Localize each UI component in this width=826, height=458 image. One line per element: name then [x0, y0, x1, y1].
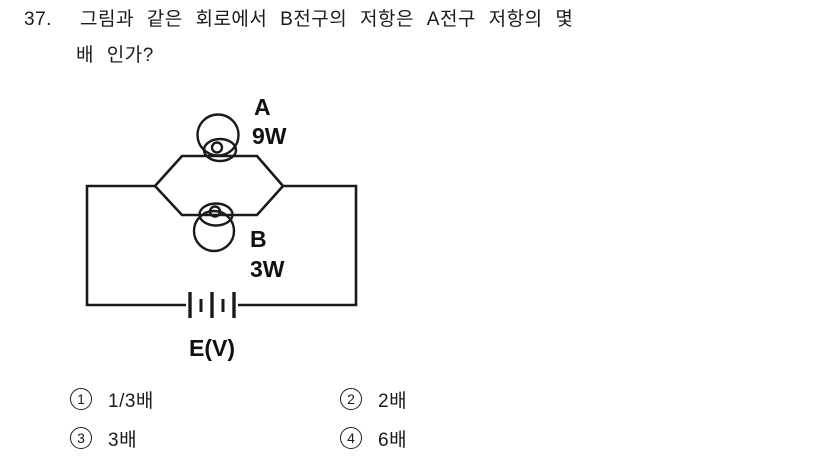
bulb-a-base	[202, 137, 238, 163]
bulb-b-power: 3W	[250, 256, 285, 282]
bulb-a-filament	[210, 141, 224, 154]
question-text-line1: 그림과 같은 회로에서 B전구의 저항은 A전구 저항의 몇	[80, 9, 574, 30]
bulb-b-icon	[192, 202, 236, 253]
circuit-wires	[85, 154, 358, 307]
bulb-a-power: 9W	[252, 123, 287, 149]
option-2-circle: 2	[340, 388, 362, 410]
question-line-1: 37. 그림과 같은 회로에서 B전구의 저항은 A전구 저항의 몇	[24, 6, 573, 33]
option-3-circle: 3	[70, 427, 92, 449]
answer-option-2[interactable]: 2 2배	[340, 388, 408, 412]
option-2-label: 2배	[378, 390, 408, 412]
option-4-label: 6배	[378, 429, 408, 451]
bulb-b-glass	[192, 209, 236, 253]
bulb-a-icon	[196, 113, 240, 163]
battery-label: E(V)	[189, 335, 235, 361]
option-1-circle: 1	[70, 388, 92, 410]
bulb-b-base	[198, 202, 234, 227]
option-1-label: 1/3배	[108, 390, 154, 412]
answer-option-1[interactable]: 1 1/3배	[70, 388, 154, 412]
wire-right-loop	[238, 184, 358, 307]
option-3-label: 3배	[108, 429, 138, 451]
battery-icon	[188, 292, 236, 318]
wire-left-loop	[85, 184, 186, 307]
question-number: 37.	[24, 9, 52, 30]
question-text-line2: 배 인가?	[76, 45, 154, 66]
question-block: 37. 그림과 같은 회로에서 B전구의 저항은 A전구 저항의 몇 배 인가?	[24, 6, 573, 69]
bulb-a-label: A	[254, 94, 271, 120]
bulb-b-label: B	[250, 226, 267, 252]
answer-option-4[interactable]: 4 6배	[340, 427, 408, 451]
answer-option-3[interactable]: 3 3배	[70, 427, 138, 451]
option-4-circle: 4	[340, 427, 362, 449]
bulb-a-glass	[196, 113, 240, 157]
